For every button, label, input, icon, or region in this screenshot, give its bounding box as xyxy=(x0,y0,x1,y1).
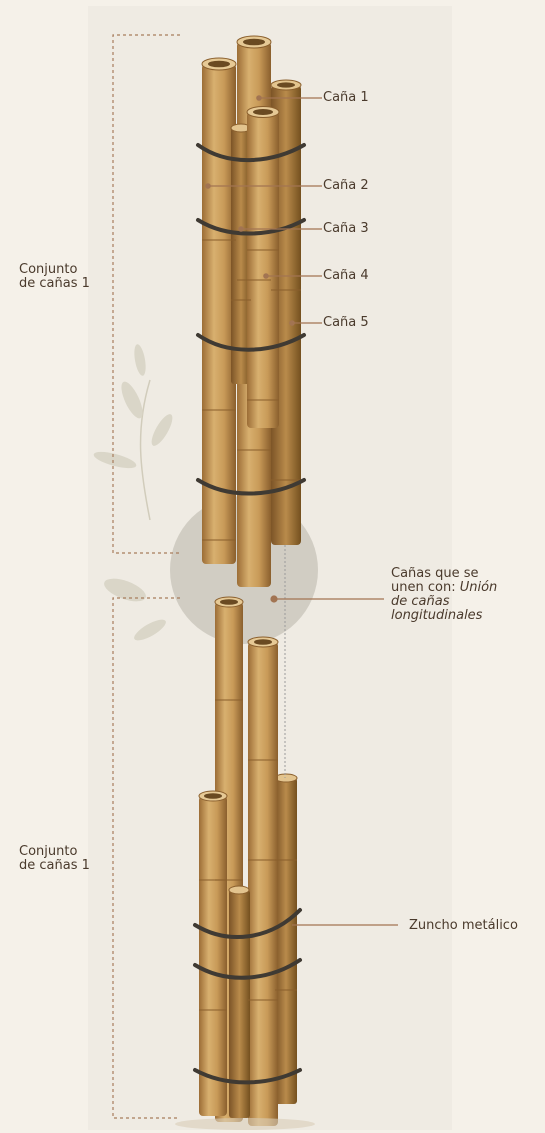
cane-3-label: Caña 3 xyxy=(323,221,369,236)
lower-cane-bundle xyxy=(175,597,315,1130)
joint-callout-line4-text: longitudinales xyxy=(391,608,482,623)
lower-group-bracket xyxy=(113,598,180,1118)
upper-cane-bundle xyxy=(198,36,304,587)
leaf-decoration xyxy=(92,343,176,644)
upper-group-label-line1: Conjunto xyxy=(19,263,90,277)
cane-2-label: Caña 2 xyxy=(323,178,369,193)
joint-callout-prefix: unen con: xyxy=(391,580,460,595)
upper-group-label: Conjunto de cañas 1 xyxy=(19,263,90,291)
cane-5-label: Caña 5 xyxy=(323,315,369,330)
lower-group-label: Conjunto de cañas 1 xyxy=(19,845,90,873)
lower-group-label-line2: de cañas 1 xyxy=(19,859,90,873)
joint-callout-line3: de cañas xyxy=(391,595,497,609)
cane-1-label: Caña 1 xyxy=(323,90,369,105)
joint-callout-line2: unen con: Unión xyxy=(391,581,497,595)
joint-callout-line3-text: de cañas xyxy=(391,594,449,609)
strap-label: Zuncho metálico xyxy=(409,918,518,933)
joint-callout-italic: Unión xyxy=(460,580,498,595)
lower-group-label-line1: Conjunto xyxy=(19,845,90,859)
joint-callout-line4: longitudinales xyxy=(391,609,497,623)
joint-callout-line1: Cañas que se xyxy=(391,567,497,581)
cane-4-label: Caña 4 xyxy=(323,268,369,283)
upper-group-label-line2: de cañas 1 xyxy=(19,277,90,291)
joint-callout: Cañas que se unen con: Unión de cañas lo… xyxy=(391,567,497,623)
upper-group-bracket xyxy=(113,35,180,553)
